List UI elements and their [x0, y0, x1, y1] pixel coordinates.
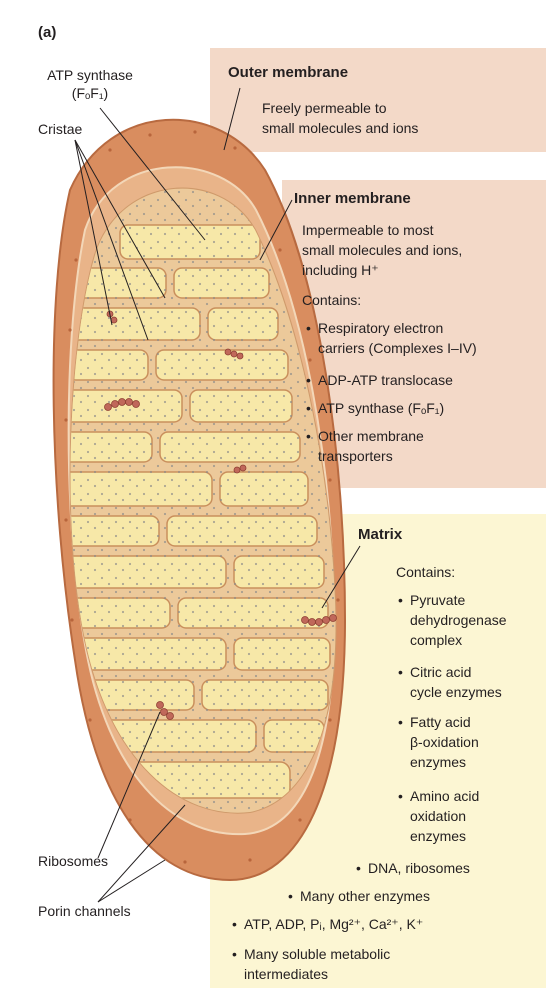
inner-membrane-title: Inner membrane — [294, 190, 411, 207]
outer-membrane-panel — [210, 48, 546, 152]
inner-membrane-item: Respiratory electron carriers (Complexes… — [306, 318, 477, 358]
ribosomes-label: Ribosomes — [38, 853, 109, 869]
matrix-item: Pyruvate dehydrogenase complex — [398, 590, 506, 650]
matrix-contains: Contains: — [396, 564, 456, 580]
leader-lines — [74, 87, 361, 903]
matrix-item: Fatty acid β-oxidation enzymes — [398, 712, 479, 772]
panel-letter: (a) — [38, 24, 57, 41]
outer-membrane-dots — [64, 130, 340, 864]
matrix-item: Many soluble metabolic intermediates — [232, 944, 390, 984]
outer-membrane-description: Freely permeable to small molecules and … — [262, 100, 419, 136]
matrix-item: Citric acid cycle enzymes — [398, 662, 502, 702]
inner-membrane-item: ATP synthase (FₒF₁) — [306, 398, 444, 418]
matrix-item: ATP, ADP, Pᵢ, Mg²⁺, Ca²⁺, K⁺ — [232, 914, 423, 934]
inner-membrane-item: Other membrane transporters — [306, 426, 424, 466]
inner-membrane-item: ADP-ATP translocase — [306, 370, 453, 390]
matrix-item: Many other enzymes — [288, 886, 430, 906]
inner-membrane-description: Impermeable to most small molecules and … — [302, 222, 463, 278]
inner-membrane-contains: Contains: — [302, 292, 362, 308]
atp-synthase-label: ATP synthase (FₒF₁) — [47, 67, 133, 101]
porin-channels-label: Porin channels — [38, 903, 131, 919]
matrix-item: Amino acid oxidation enzymes — [398, 786, 479, 846]
ribosome-chains — [104, 310, 337, 720]
cristae-label: Cristae — [38, 121, 83, 137]
matrix-item: DNA, ribosomes — [356, 858, 470, 878]
matrix-title: Matrix — [358, 526, 403, 543]
outer-membrane-title: Outer membrane — [228, 64, 349, 81]
